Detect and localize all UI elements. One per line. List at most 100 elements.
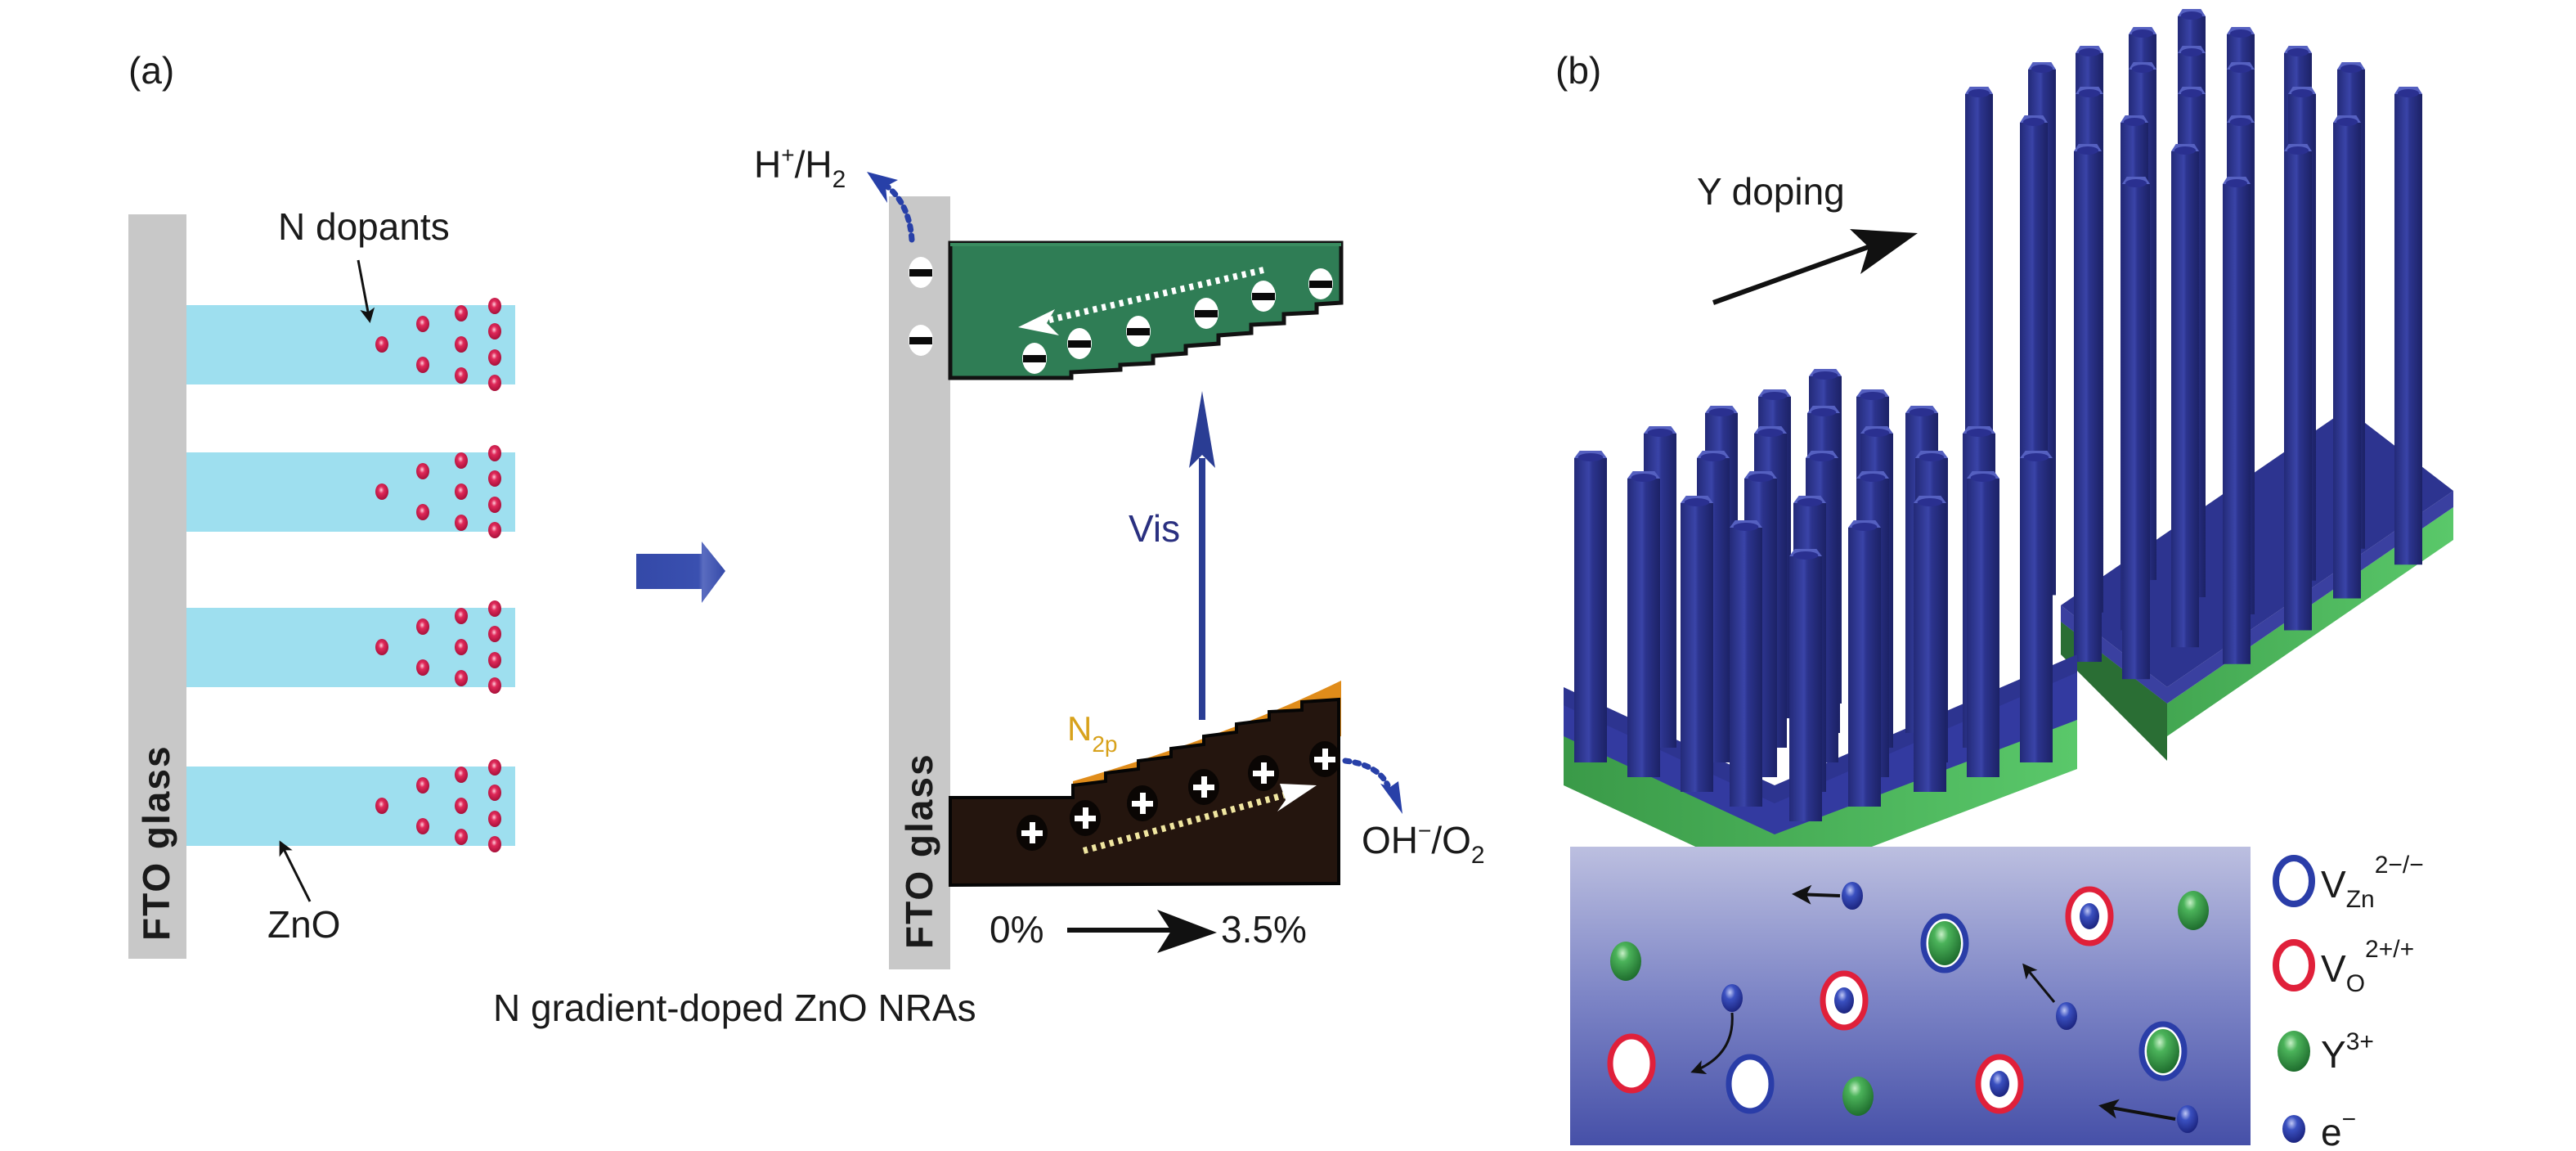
- nanorod: [2020, 451, 2053, 762]
- n-dopant: [416, 504, 429, 520]
- nanorod: [1730, 520, 1762, 807]
- panel-a: (a) FTO glass N dopants ZnO FTO glass: [128, 49, 1485, 1029]
- hole-icon: [1070, 800, 1101, 836]
- electrons: [909, 257, 1333, 374]
- hole-transport-path: [1082, 792, 1286, 854]
- hole-icon: [1016, 815, 1048, 851]
- n-dopant: [455, 515, 468, 531]
- legend-item-y: Y3+: [2278, 1028, 2374, 1076]
- nanorod: [2223, 177, 2251, 664]
- band-diagram: FTO glass H+/H2 Vis N2p: [754, 142, 1485, 969]
- n-dopant: [455, 639, 468, 655]
- y-doping-arrow: [1712, 243, 1874, 305]
- n-dopant: [488, 626, 501, 642]
- y-doping-label: Y doping: [1697, 170, 1845, 213]
- nanorod: [1789, 549, 1822, 821]
- electron-icon: [1022, 343, 1047, 374]
- zno-rod: [186, 445, 515, 538]
- n-dopant: [455, 336, 468, 353]
- n-dopant: [455, 452, 468, 469]
- nanorod: [1574, 451, 1607, 762]
- n-dopant: [455, 670, 468, 686]
- n-dopant: [488, 600, 501, 617]
- nanorod: [1681, 496, 1713, 792]
- n-dopant: [488, 811, 501, 827]
- zno-rods: [186, 298, 515, 852]
- n-dopant: [488, 785, 501, 801]
- fto-label-right: FTO glass: [898, 753, 940, 949]
- legend: VZn2−/− VO2+/+ Y3+ e−: [2273, 852, 2424, 1151]
- holes: [1016, 741, 1340, 851]
- electron-icon: [1067, 328, 1092, 359]
- n-dopant: [455, 608, 468, 624]
- n-dopant: [488, 652, 501, 668]
- transform-arrow-icon: [636, 542, 725, 603]
- legend-item-vzn: VZn2−/−: [2273, 852, 2424, 913]
- n-dopant: [375, 639, 388, 655]
- n-dopant: [375, 336, 388, 353]
- n-dopant: [416, 357, 429, 373]
- n-dopant: [488, 522, 501, 538]
- reduction-path: [884, 183, 915, 243]
- electron-motion-arrow: [2098, 1099, 2176, 1121]
- electron-icon: [1126, 316, 1151, 347]
- legend-symbol-e: [2282, 1115, 2305, 1143]
- nanorod: [1627, 471, 1660, 777]
- n-dopant: [488, 349, 501, 366]
- nanorod: [2171, 144, 2199, 648]
- excitation-arrowhead-icon: [1189, 391, 1215, 468]
- hole-icon: [1309, 741, 1340, 777]
- nanorod-array-doped: [1965, 9, 2453, 761]
- vo-empty: [1607, 1033, 1656, 1094]
- reduction-arrowhead-icon: [867, 172, 898, 203]
- nanorod: [2333, 115, 2361, 599]
- nanorod: [2394, 87, 2422, 565]
- legend-item-e: e−: [2282, 1106, 2356, 1151]
- vzn-with-y: [2138, 1021, 2188, 1081]
- legend-symbol-vzn: [2273, 855, 2315, 907]
- panel-b: (b) Y doping VZn2−/−VO2+/+Y3+e−: [1555, 9, 2453, 1151]
- n-dopant: [488, 323, 501, 339]
- y3-ion: [1610, 942, 1641, 981]
- nanorod: [1914, 496, 1946, 792]
- zno-rod: [186, 298, 515, 391]
- legend-symbol-vo: [2273, 939, 2315, 991]
- n-dopants-label: N dopants: [278, 205, 450, 248]
- electron-icon: [1308, 268, 1333, 299]
- vzn-with-y: [1920, 913, 1969, 973]
- n-dopant: [488, 470, 501, 487]
- n-dopant: [455, 767, 468, 783]
- vo-with-electron: [1820, 970, 1869, 1031]
- legend-label-y: Y3+: [2321, 1028, 2374, 1076]
- hole-icon: [1248, 755, 1279, 791]
- n-dopant: [375, 483, 388, 500]
- n-dopant: [455, 305, 468, 321]
- gradient-arrowhead-icon: [1157, 910, 1217, 953]
- n-dopant: [416, 659, 429, 676]
- n-dopant: [488, 497, 501, 513]
- vzn-empty: [1726, 1054, 1775, 1114]
- zno-label: ZnO: [267, 903, 340, 946]
- left-schematic: FTO glass N dopants ZnO: [128, 205, 515, 959]
- vo-with-electron: [2065, 886, 2114, 946]
- electron-transport-path: [1042, 267, 1264, 325]
- legend-label-vo: VO2+/+: [2321, 936, 2414, 997]
- legend-symbol-y: [2278, 1031, 2310, 1072]
- electron: [1721, 984, 1743, 1012]
- electron-icon: [1194, 298, 1218, 329]
- n-dopants-pointer: [357, 259, 375, 323]
- undoped-substrate-green: [1564, 720, 2077, 883]
- oxidation-label: OH−/O2: [1362, 818, 1485, 869]
- electron-transport-arrowhead-icon: [1018, 309, 1059, 335]
- oxidation-arrowhead-icon: [1380, 781, 1402, 814]
- fto-substrate-left: [128, 214, 186, 959]
- electron-motion-arrow: [1690, 1012, 1734, 1075]
- conduction-band: [948, 241, 1344, 380]
- n-dopant: [488, 759, 501, 776]
- y-doping-arrowhead-icon: [1850, 229, 1918, 274]
- n-dopant: [416, 316, 429, 332]
- vis-label: Vis: [1129, 507, 1180, 550]
- nanorod: [1848, 520, 1881, 807]
- n-dopant: [488, 445, 501, 461]
- n-dopant: [455, 798, 468, 814]
